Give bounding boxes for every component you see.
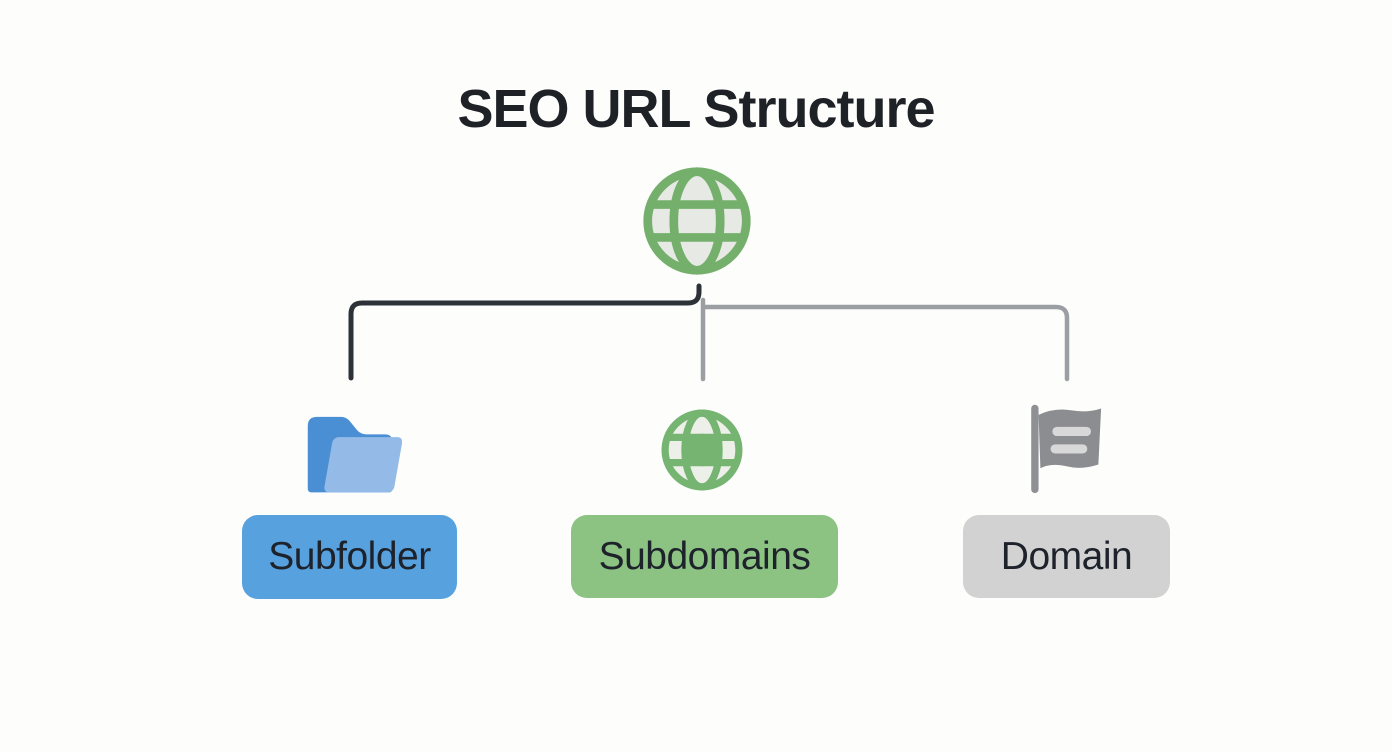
node-subfolder: Subfolder (242, 515, 457, 599)
flag-icon (1024, 402, 1112, 494)
connector-left-dark (348, 283, 702, 381)
page-title: SEO URL Structure (457, 79, 935, 139)
folder-icon (300, 404, 403, 496)
node-domain: Domain (963, 515, 1170, 598)
globe-icon (639, 163, 755, 279)
node-subdomains: Subdomains (571, 515, 838, 598)
connector-right-gray (702, 304, 1070, 382)
globe-icon (657, 404, 747, 496)
